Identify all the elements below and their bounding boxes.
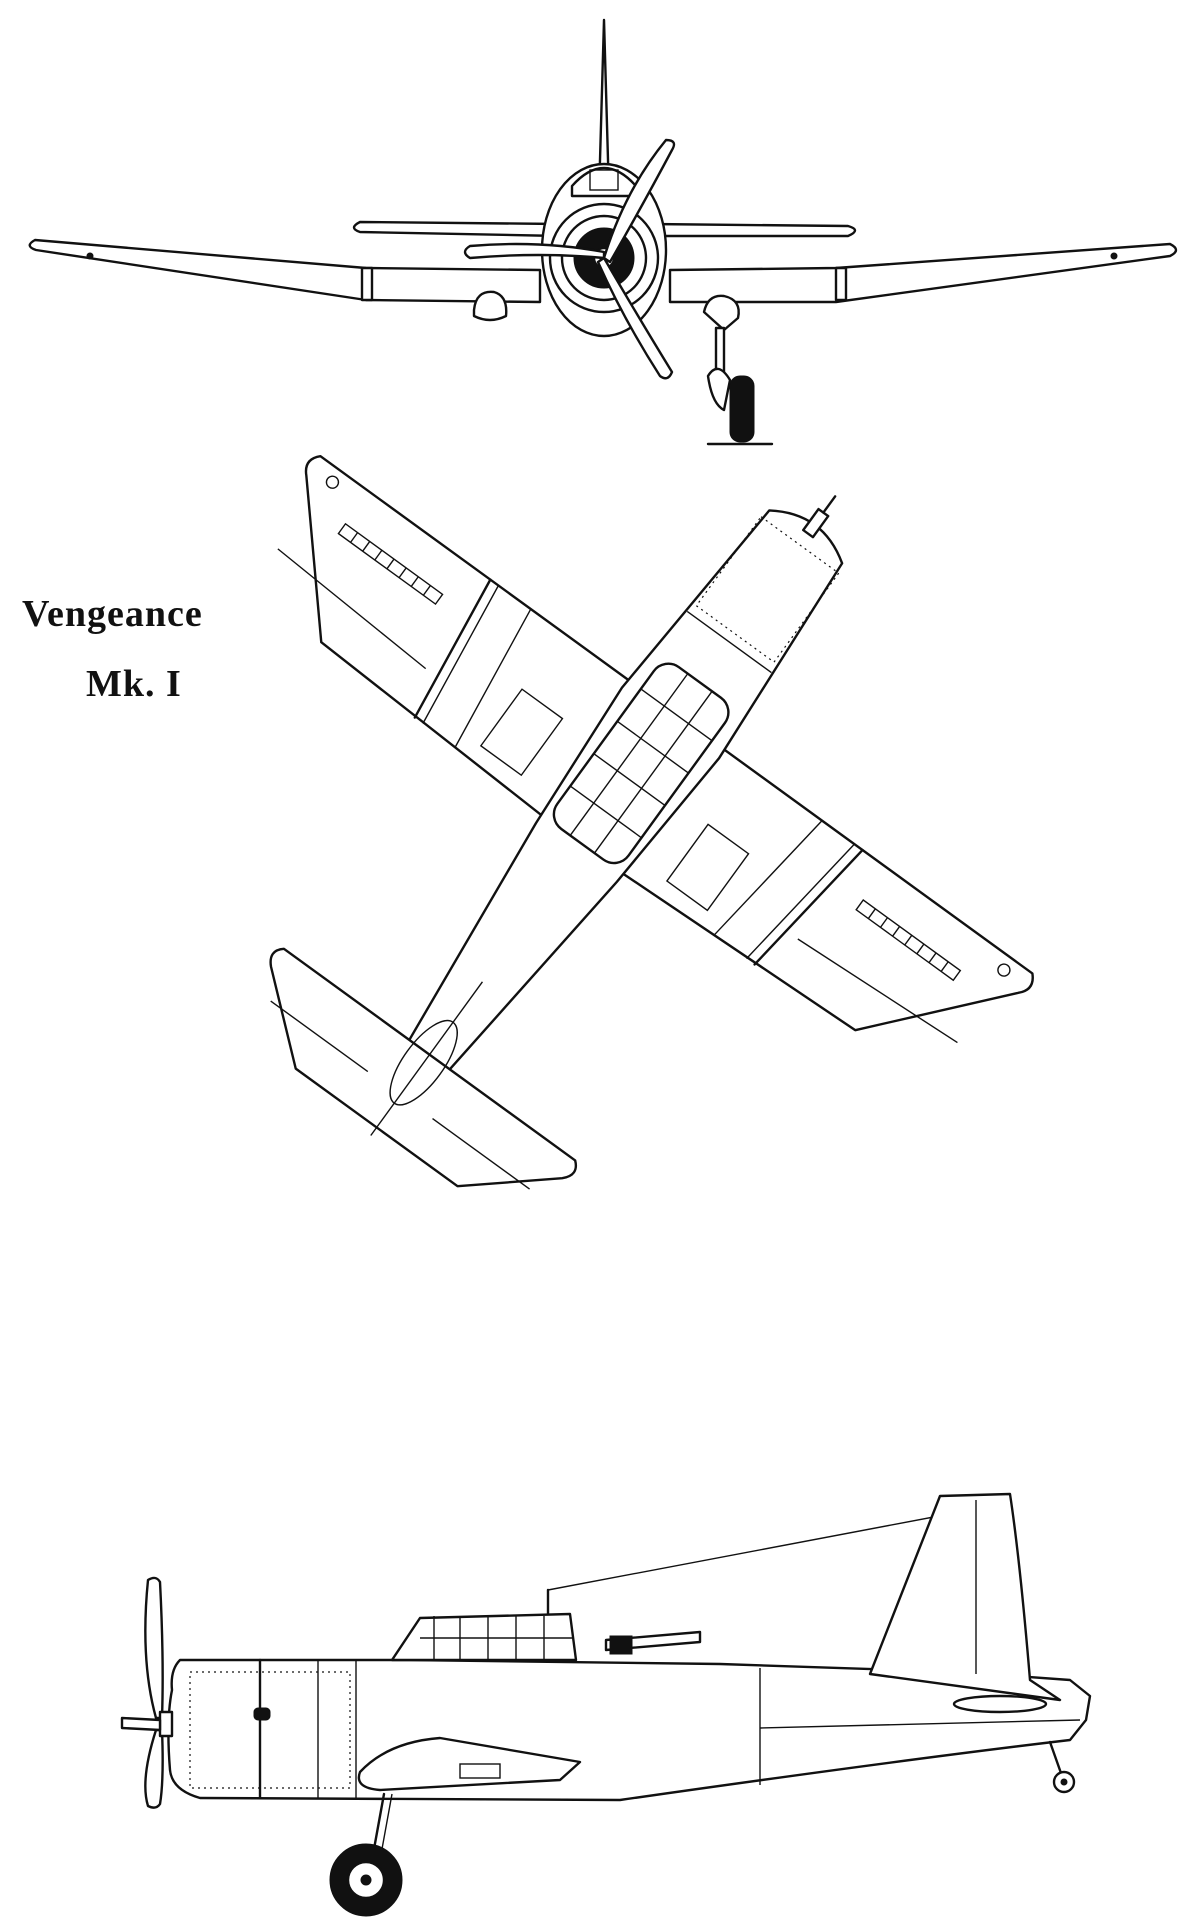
aircraft-mark: Mk. I (86, 663, 182, 705)
side-view-canopy (390, 1612, 578, 1662)
front-view-wing-left (28, 238, 542, 304)
side-view-fin (868, 1492, 1062, 1702)
front-view-wheel (729, 375, 755, 443)
plan-view-dive-brakes-right (855, 899, 962, 982)
front-view-fold-left (360, 266, 374, 302)
front-view-prop-blade-left (463, 242, 606, 260)
plan-view-canopy (552, 662, 730, 865)
plan-view-dive-brakes-left (337, 522, 444, 606)
front-view-gear-leg (714, 326, 726, 374)
plan-view (269, 455, 1034, 1190)
plan-view-tailplane (269, 947, 578, 1188)
aircraft-name: Vengeance (22, 593, 203, 635)
side-view-prop-blade-top (144, 1576, 164, 1720)
side-view (120, 1492, 1092, 1917)
front-view-fold-right (834, 266, 848, 302)
front-view-prop-blade-bottom (596, 256, 674, 380)
front-view-wing-right (668, 242, 1178, 304)
front-view-stabilizer-left (352, 220, 562, 238)
front-view-stabilizer-right (648, 222, 857, 238)
side-view-stabilizer (952, 1694, 1048, 1714)
front-view-gear-fairing (702, 294, 740, 332)
front-view (28, 18, 1178, 446)
front-view-store-left (472, 290, 508, 322)
side-view-spinner (158, 1710, 174, 1738)
side-view-prop-blade-bottom (144, 1728, 164, 1809)
front-view-prop-blade-top (602, 138, 676, 264)
